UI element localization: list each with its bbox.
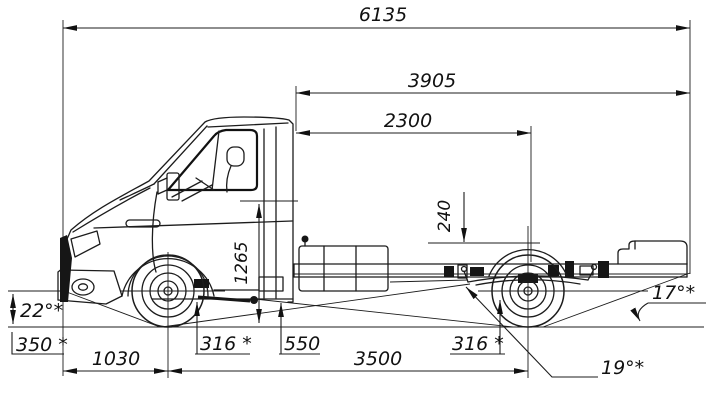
- dimension-316-left: 316 *: [194, 302, 252, 355]
- overall-length-label: 6135: [359, 4, 407, 26]
- rear-offset-label: 316 *: [452, 333, 504, 355]
- side-molding: [93, 220, 293, 229]
- seat-headrest: [226, 146, 245, 167]
- grille-shadow: [60, 235, 72, 302]
- ground-and-angle-lines: [8, 272, 704, 328]
- roof-line: [207, 122, 289, 128]
- vent-window-divider: [211, 130, 220, 191]
- cab: [57, 116, 294, 305]
- dimension-550: 550: [278, 303, 320, 355]
- rear-frame-length-label: 3905: [408, 70, 456, 92]
- cab-back-height-label: 1265: [232, 241, 252, 284]
- dimension-22deg: 22°*: [10, 294, 63, 324]
- ramp-angle-label: 19°*: [601, 357, 644, 379]
- wiper-icon: [181, 184, 213, 202]
- departure-angle-line: [542, 272, 691, 328]
- front-overhang-label: 1030: [92, 348, 140, 370]
- dimension-3905: 3905: [296, 70, 690, 96]
- approach-angle-label: 22°*: [20, 300, 63, 322]
- hood-seam: [72, 187, 151, 233]
- front-lower-height-label: 350 *: [16, 334, 68, 356]
- fog-lamp: [71, 278, 95, 296]
- frame-step-height-label: 240: [435, 200, 455, 232]
- fuel-tank: [298, 235, 389, 292]
- dimension-17deg: 17°*: [630, 282, 706, 322]
- side-marker: [125, 219, 161, 228]
- rear-suspension: [460, 261, 609, 286]
- dimension-240: 240: [435, 192, 467, 242]
- front-offset-label: 316 *: [200, 333, 252, 355]
- seat-back: [225, 165, 232, 193]
- dimension-316-right: 316 *: [450, 300, 505, 355]
- cab-to-rear-axle-label: 2300: [384, 110, 432, 132]
- side-mirror: [157, 172, 180, 201]
- dimension-6135: 6135: [63, 4, 690, 31]
- headlight: [70, 230, 101, 258]
- rear-platform-box: [617, 240, 688, 265]
- extension-lines: [8, 20, 691, 378]
- dimension-1265: 1265: [232, 204, 262, 323]
- bumper-top: [61, 269, 123, 297]
- dimension-1030: 1030: [63, 348, 168, 374]
- ramp-line-rear: [254, 298, 514, 328]
- bumper-bottom: [57, 295, 123, 305]
- fuel-filler-cap: [301, 235, 309, 243]
- dimension-19deg: 19°*: [465, 286, 644, 379]
- dimension-3500: 3500: [168, 348, 528, 374]
- cab-step-box: [258, 276, 284, 292]
- wiper-icon: [171, 180, 203, 198]
- dimension-350: 350 *: [11, 332, 68, 356]
- axle-seat: [518, 274, 538, 283]
- departure-angle-label: 17°*: [652, 282, 695, 304]
- truck-drawing: [57, 116, 688, 328]
- cab-back-offset-label: 550: [284, 333, 320, 355]
- cowl-line: [119, 183, 155, 201]
- front-suspension: [194, 279, 258, 304]
- rear-wheel-arch: [488, 249, 568, 277]
- dimension-2300: 2300: [296, 110, 531, 136]
- drive-shaft: [389, 279, 469, 283]
- wheelbase-label: 3500: [354, 348, 402, 370]
- windshield-inner: [153, 125, 208, 185]
- approach-angle-line: [63, 290, 161, 328]
- door-front-seam: [151, 191, 158, 273]
- steering-hint: [195, 177, 215, 191]
